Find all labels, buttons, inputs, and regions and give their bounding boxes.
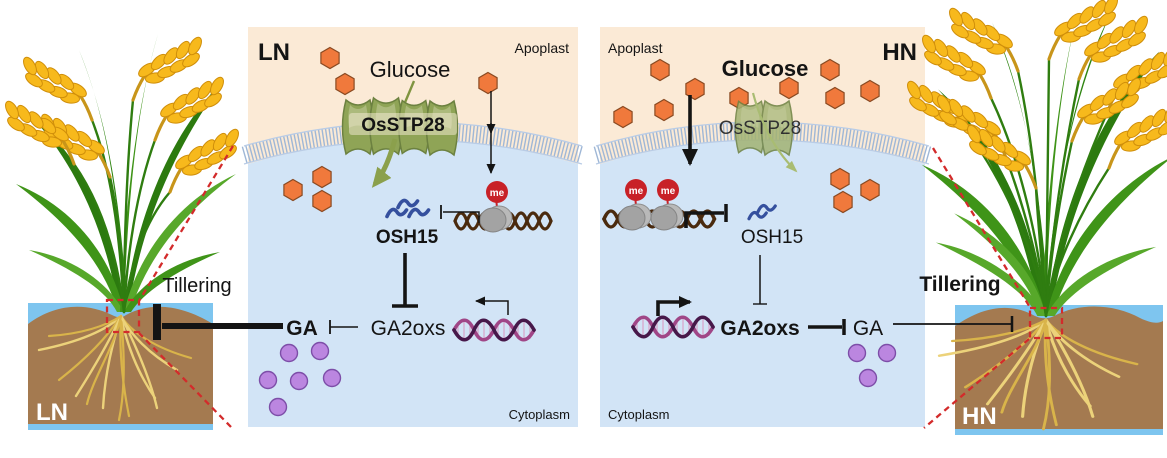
osstp28-transporter-icon-ln: OsSTP28 <box>341 80 459 156</box>
right-soil-block <box>937 305 1163 435</box>
ga2oxs-inhibits-ga-line-hn <box>808 319 846 335</box>
ln-apoplast-label: Apoplast <box>515 40 570 56</box>
hn-apoplast-label: Apoplast <box>608 40 663 56</box>
stems-right <box>974 57 1111 318</box>
zoom-region-rect-left <box>105 298 141 334</box>
osh15-inhibits-ga2oxs-line-hn <box>753 255 767 305</box>
ln-cytoplasm-label: Cytoplasm <box>509 407 570 422</box>
ln-panel-condition-label: LN <box>258 39 290 66</box>
methylated-nucleosome-icon-hn-1: me <box>618 179 652 231</box>
ln-ga2oxs-label: GA2oxs <box>371 317 446 340</box>
ln-transporter-label: OsSTP28 <box>361 115 444 136</box>
glucose-release-arrow-hn <box>751 92 798 173</box>
glucose-release-arrow-ln <box>371 138 398 188</box>
methyl-mark-icon <box>486 181 508 203</box>
hn-panel: Apoplast HN Glucose OsSTP28 me <box>593 27 932 427</box>
right-soil-condition-label: HN <box>962 403 997 430</box>
stems-left <box>72 98 172 314</box>
osh15-inhibits-ga2oxs-line-ln <box>392 253 418 308</box>
ga-molecules-ln <box>258 341 342 417</box>
methyl-inhibits-osh15-line-hn <box>684 204 728 228</box>
methyl-mark-icon <box>657 179 679 201</box>
osstp28-transporter-icon-hn: OsSTP28 <box>719 100 801 156</box>
right-rice-plant <box>905 0 1167 318</box>
methyl-inhibits-osh15-line-ln <box>440 205 480 223</box>
hn-methyl-label-1: me <box>629 186 644 197</box>
hn-ga2oxs-label: GA2oxs <box>720 317 799 340</box>
ga2oxs-gene-transcription-arrow-ln <box>475 296 509 315</box>
hn-osh15-label: OSH15 <box>741 227 803 248</box>
hn-cytoplasm-label: Cytoplasm <box>608 407 669 422</box>
methyl-mark-icon <box>625 179 647 201</box>
ln-methyl-label: me <box>490 188 505 199</box>
callout-line-left-top <box>138 145 234 302</box>
ga2oxs-inhibits-ga-line-ln <box>329 320 358 334</box>
hn-methyl-label-2: me <box>661 186 676 197</box>
callout-line-right-bottom <box>923 338 1030 429</box>
hn-transporter-label: OsSTP28 <box>719 118 801 139</box>
ln-glucose-label: Glucose <box>370 57 451 82</box>
methylated-nucleosome-icon-ln: me <box>479 181 513 233</box>
hn-ga-label: GA <box>853 317 883 340</box>
callout-left <box>105 145 234 428</box>
panicles-left <box>3 35 241 192</box>
tillering-label-left: Tillering <box>162 275 231 297</box>
callout-right <box>923 147 1064 429</box>
zoom-region-rect-right <box>1028 306 1064 340</box>
ga2oxs-gene-transcription-arrow-hn <box>656 296 692 316</box>
ln-osh15-label: OSH15 <box>376 227 439 248</box>
left-soil-condition-label: LN <box>36 399 68 426</box>
ga-molecules-hn <box>847 343 897 388</box>
hn-panel-condition-label: HN <box>882 39 917 66</box>
hn-glucose-label: Glucose <box>722 56 809 81</box>
ln-ga-label: GA <box>286 317 318 340</box>
panicles-right <box>905 0 1167 188</box>
callout-line-left-bottom <box>138 332 232 428</box>
ga-inhibits-tillering-line-ln <box>153 304 283 340</box>
left-rice-plant <box>3 34 241 314</box>
tillering-label-right: Tillering <box>919 273 1000 296</box>
methylated-nucleosome-icon-hn-2: me <box>650 179 684 231</box>
ga-inhibits-tillering-line-hn <box>893 316 1014 332</box>
ln-panel: LN Apoplast Glucose OsSTP28 me <box>241 27 585 427</box>
